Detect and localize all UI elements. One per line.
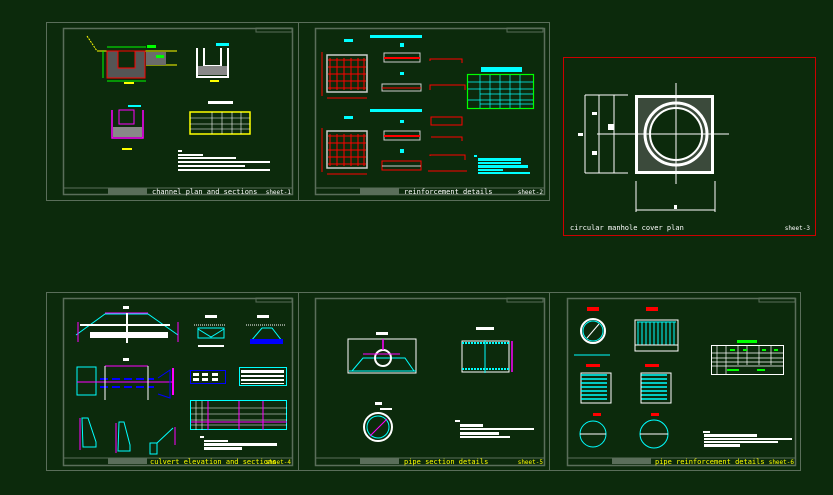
rebar-grid-lower [321, 128, 368, 175]
sheet-title: pipe reinforcement details [655, 458, 765, 466]
revision-box [255, 297, 293, 303]
quantity-table [189, 111, 251, 135]
rebar-sections [381, 52, 467, 172]
dimension-lines [584, 94, 716, 212]
table-grid [190, 112, 250, 134]
pipe-cross-section [363, 402, 393, 442]
rebar-quantity-table [711, 340, 784, 375]
sheet-inner-frame [314, 27, 546, 196]
sheet-inner-frame [62, 27, 294, 196]
drawing-sheet-3[interactable]: circular manhole cover plan sheet-3 [563, 57, 816, 236]
section-hatch [113, 127, 142, 137]
plan-opening [117, 50, 136, 69]
notes-block [703, 431, 792, 447]
sheet-number: sheet-4 [266, 459, 292, 466]
pipe-trench-section [347, 332, 417, 374]
leader-line [86, 35, 98, 52]
sheet-number: sheet-2 [518, 189, 544, 196]
table-title [208, 101, 233, 104]
sheet-title: circular manhole cover plan [570, 224, 684, 232]
sheet-number: sheet-1 [266, 189, 292, 196]
drawing-sheet-1[interactable]: channel plan and sections sheet-1 [46, 22, 299, 201]
label-mark [156, 55, 164, 58]
sheet-inner-frame [314, 297, 546, 467]
drawing-sheet-4[interactable]: culvert elevation and sections sheet-4 [62, 297, 294, 467]
revision-box [506, 297, 544, 303]
dimension-text [578, 112, 677, 209]
plan-gray-fill [146, 52, 166, 65]
drawing-sheet-2[interactable]: reinforcement details sheet-2 [298, 22, 550, 201]
notes-block [455, 420, 534, 438]
sheet-inner-frame [566, 297, 797, 467]
label-marks [344, 35, 422, 153]
notes-block [200, 436, 277, 450]
sheet-outer-border [298, 22, 550, 201]
sheet-title: channel plan and sections [152, 188, 257, 196]
sheet-title: culvert elevation and sections [150, 458, 276, 466]
revision-box [758, 297, 796, 303]
revision-box [506, 27, 544, 33]
label-underline [124, 82, 134, 84]
red-label-marks [586, 307, 659, 416]
wingwall-details [79, 417, 176, 455]
small-tables [190, 367, 287, 430]
label-underline [210, 80, 219, 82]
sheet-number: sheet-5 [518, 459, 544, 466]
culvert-elevation [75, 306, 179, 343]
sheet-number: sheet-3 [785, 225, 811, 232]
title-block-cell [360, 188, 399, 194]
label-mark [128, 105, 141, 107]
drawing-sheet-6[interactable]: pipe reinforcement details sheet-6 [566, 297, 797, 467]
sheet-inner-frame [62, 297, 294, 467]
spiral-rebar-details [580, 372, 672, 404]
notes-block [474, 155, 530, 174]
rebar-cage-elevation [634, 319, 679, 352]
sheet-selected-border [563, 57, 816, 236]
pipe-longitudinal-section [461, 327, 513, 373]
title-block-cell [108, 458, 147, 464]
rebar-schedule-table [466, 67, 535, 110]
section-hatch [198, 66, 227, 75]
rebar-ring-plan [574, 318, 610, 356]
bottom-row-border [46, 292, 801, 471]
drawing-sheet-5[interactable]: pipe section details sheet-5 [314, 297, 546, 467]
revision-box [255, 27, 293, 33]
label-underline [122, 148, 132, 150]
section-opening [118, 109, 135, 125]
label-mark [147, 45, 156, 48]
rebar-rings [579, 419, 669, 449]
sheet-number: sheet-6 [769, 459, 795, 466]
title-block-cell [108, 188, 147, 194]
section-views [194, 315, 285, 347]
rebar-grid-upper [321, 52, 368, 99]
culvert-plan [76, 358, 174, 400]
title-block-cell [612, 458, 651, 464]
label-mark [216, 43, 229, 46]
title-block-cell [360, 458, 399, 464]
sheet-title: reinforcement details [404, 188, 493, 196]
section-magenta [111, 110, 144, 139]
notes-block [178, 150, 270, 171]
sheet-title: pipe section details [404, 458, 488, 466]
